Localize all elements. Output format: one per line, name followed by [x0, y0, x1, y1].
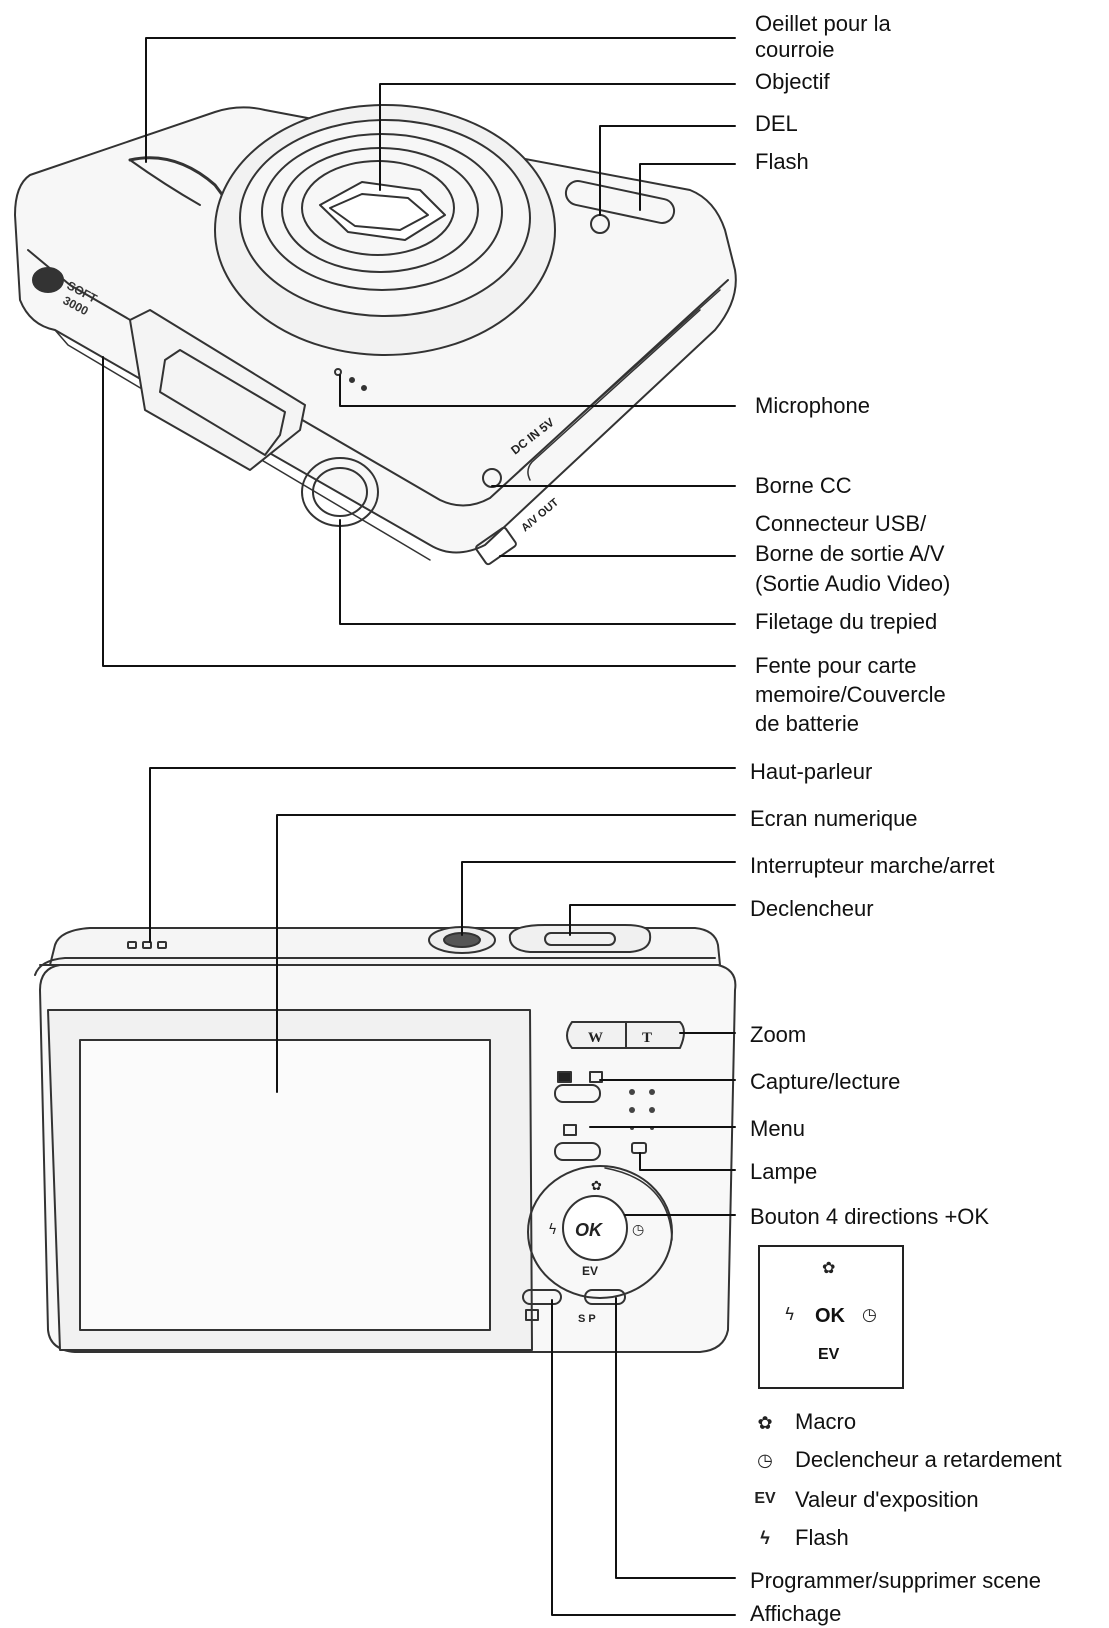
lens	[214, 104, 556, 356]
label-power-switch: Interrupteur marche/arret	[750, 853, 995, 878]
legend-label-flash: Flash	[795, 1525, 849, 1550]
label-usb-av-line2: Borne de sortie A/V	[755, 541, 945, 566]
camera-top-view: SOFT 3000	[14, 104, 737, 566]
power-switch	[428, 926, 496, 954]
back-leader-lines	[149, 767, 736, 1616]
label-usb-av-line3: (Sortie Audio Video)	[755, 571, 951, 596]
dpad-macro-icon: ✿	[591, 1179, 602, 1194]
camera-back-view: OK EV ✿ ϟ ◷ S P	[34, 924, 737, 1353]
zoom-rocker	[566, 1021, 685, 1049]
sp-marking: S P	[578, 1313, 596, 1325]
legend-macro-icon: ✿	[757, 1413, 773, 1433]
label-usb-av-line1: Connecteur USB/	[755, 511, 927, 536]
dpad-flash-icon: ϟ	[548, 1222, 557, 1238]
menu-button	[554, 1142, 601, 1161]
dpad-inset	[758, 1245, 904, 1389]
label-capture-playback: Capture/lecture	[750, 1069, 901, 1094]
label-menu: Menu	[750, 1116, 806, 1141]
label-card-slot-line1: Fente pour carte	[755, 653, 917, 678]
dpad-ev-label: EV	[582, 1264, 598, 1278]
label-program-delete: Programmer/supprimer scene	[750, 1568, 1041, 1593]
label-dc-terminal: Borne CC	[755, 473, 852, 498]
battery-door	[129, 309, 306, 471]
label-led: DEL	[755, 111, 798, 136]
speaker-slots	[127, 941, 167, 949]
label-strap-eyelet-line2: courroie	[755, 37, 835, 62]
label-card-slot-line2: memoire/Couvercle	[755, 682, 946, 707]
dpad-self-timer-icon: ◷	[632, 1222, 644, 1238]
inset-ev-label: EV	[818, 1346, 840, 1363]
label-tripod-socket: Filetage du trepied	[755, 609, 938, 634]
flash-window	[564, 180, 676, 224]
dpad-ok-label: OK	[575, 1220, 604, 1240]
zoom-t-marking: T	[642, 1030, 652, 1046]
label-flash: Flash	[755, 149, 809, 174]
legend-flash-icon: ϟ	[760, 1528, 770, 1548]
top-leader-lines	[102, 37, 736, 667]
program-delete-button	[584, 1289, 626, 1305]
label-lamp: Lampe	[750, 1159, 818, 1184]
legend-self-timer-icon: ◷	[757, 1450, 773, 1470]
inset-flash-icon: ϟ	[784, 1305, 796, 1325]
shutter-button	[508, 924, 652, 953]
legend-label-macro: Macro	[795, 1409, 857, 1434]
label-strap-eyelet-line1: Oeillet pour la	[755, 11, 891, 36]
display-button	[522, 1289, 562, 1305]
label-shutter: Declencheur	[750, 896, 874, 921]
zoom-w-marking: W	[588, 1030, 603, 1046]
inset-ok-label: OK	[815, 1305, 845, 1327]
inset-self-timer-icon: ◷	[862, 1305, 877, 1325]
label-microphone: Microphone	[755, 393, 870, 418]
label-dpad: Bouton 4 directions +OK	[750, 1204, 990, 1229]
label-speaker: Haut-parleur	[750, 759, 873, 784]
inset-macro-icon: ✿	[822, 1258, 836, 1277]
lcd-screen	[79, 1039, 491, 1331]
legend-label-ev: Valeur d'exposition	[795, 1487, 979, 1512]
label-card-slot-line3: de batterie	[755, 711, 859, 736]
legend-label-self-timer: Declencheur a retardement	[795, 1447, 1062, 1472]
label-zoom: Zoom	[750, 1022, 807, 1047]
legend-ev-icon: EV	[754, 1490, 776, 1507]
top-speaker-grille	[32, 267, 64, 293]
label-lens: Objectif	[755, 69, 830, 94]
label-screen: Ecran numerique	[750, 806, 918, 831]
dpad	[527, 1165, 673, 1299]
label-display: Affichage	[750, 1601, 842, 1626]
capture-playback-button	[554, 1084, 601, 1103]
